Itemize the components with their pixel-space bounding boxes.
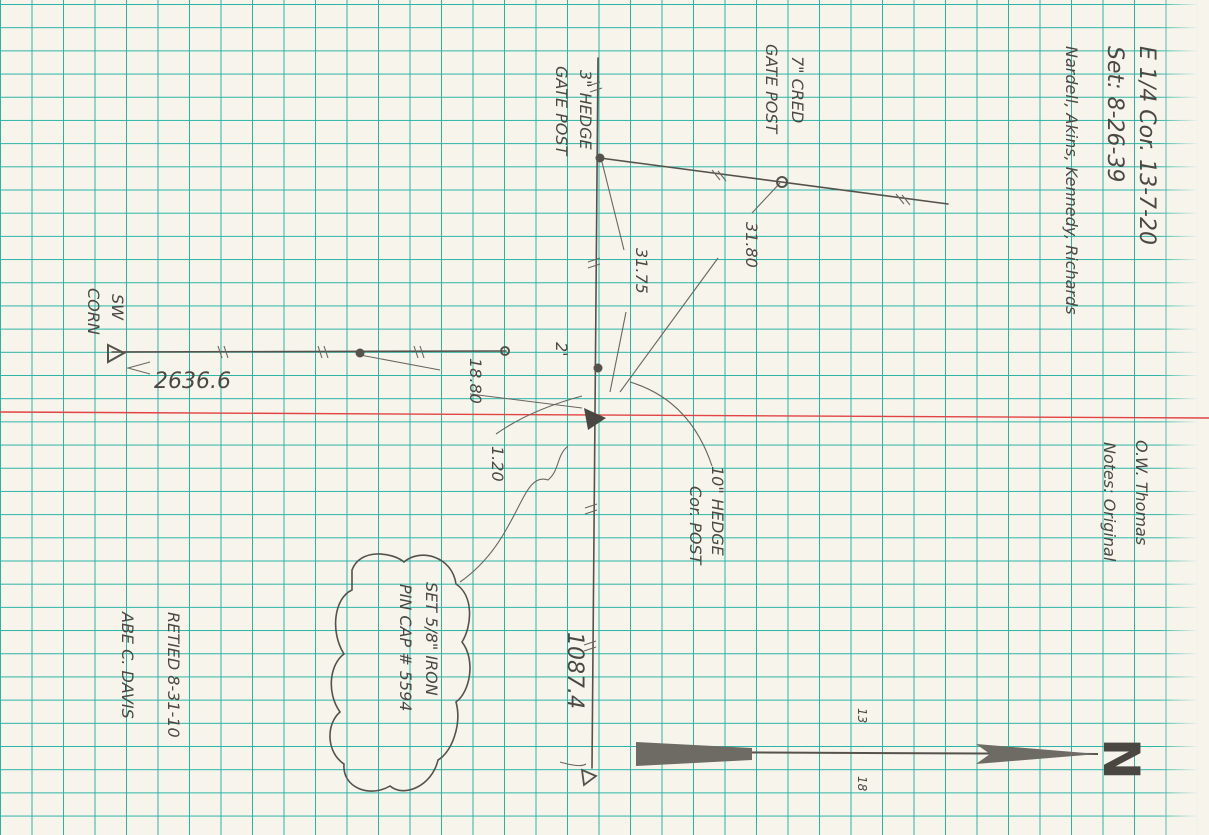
small-13: 13 xyxy=(855,708,869,723)
leader-10in-post xyxy=(629,381,713,467)
label-sw: SW xyxy=(108,294,127,321)
label-retied-name: ABE C. DAVIS xyxy=(118,611,137,719)
north-letter: N xyxy=(1092,738,1150,780)
label-3180: 31.80 xyxy=(742,222,761,268)
label-set-pin-2: PIN CAP # 5594 xyxy=(396,584,415,711)
label-3in-hedge: 3" HEDGE xyxy=(576,70,595,150)
section-line-hashes xyxy=(583,81,603,652)
post-7in-marker xyxy=(776,176,788,188)
red-margin-rule xyxy=(0,411,1209,419)
two-ft-marker xyxy=(593,363,603,373)
label-set-pin-1: SET 5/8" IRON xyxy=(422,582,441,696)
header-set-date: Set: 8-26-39 xyxy=(1102,46,1127,182)
tie-120 xyxy=(495,395,583,435)
label-3175: 31.75 xyxy=(632,248,651,294)
tie-3175-a xyxy=(601,161,625,251)
label-10874: 1087.4 xyxy=(562,632,587,709)
tie-3175-b xyxy=(609,311,627,393)
tie-1880-b xyxy=(469,393,583,409)
post-3in-marker xyxy=(595,153,605,163)
small-18: 18 xyxy=(855,776,869,792)
fence-line-north xyxy=(599,157,949,205)
note-cloud xyxy=(329,553,471,792)
south-corner-triangle xyxy=(580,768,598,787)
arrow-2636 xyxy=(125,361,151,375)
north-arrow xyxy=(636,742,1099,766)
header-corner: E 1/4 Cor. 13-7-20 xyxy=(1134,46,1159,245)
sw-corner-triangle xyxy=(107,343,127,364)
label-gate-post-2: GATE POST xyxy=(552,66,571,157)
header-surveyor: O.W. Thomas xyxy=(1132,440,1151,545)
header-crew: Nardell, Akins, Kennedy, Richards xyxy=(1062,46,1081,315)
label-cor-post: Cor. POST xyxy=(686,486,705,566)
label-1880: 18.80 xyxy=(466,358,485,404)
west-quarter-line xyxy=(111,350,507,353)
tie-1880-a xyxy=(359,354,441,371)
label-26366: 2636.6 xyxy=(154,369,231,394)
tie-3180-a xyxy=(751,182,781,214)
leader-iron-pin xyxy=(459,445,569,583)
label-retied-date: RETIED 8-31-10 xyxy=(164,612,183,738)
hedge-post-marker xyxy=(355,348,365,358)
label-120: 1.20 xyxy=(488,446,507,482)
iron-pin-triangle xyxy=(584,408,606,430)
label-two-ft: 2' xyxy=(552,342,571,357)
label-10in-hedge: 10" HEDGE xyxy=(708,466,727,557)
tie-3180-b xyxy=(619,257,719,393)
fence-end-marker xyxy=(500,346,510,356)
arrow-1087 xyxy=(559,761,587,767)
label-corn: CORN xyxy=(84,288,103,335)
label-gate-post-1: GATE POST xyxy=(762,44,781,135)
label-7in-cred: 7" CRED xyxy=(788,56,807,123)
header-notes: Notes: Original xyxy=(1100,442,1119,562)
